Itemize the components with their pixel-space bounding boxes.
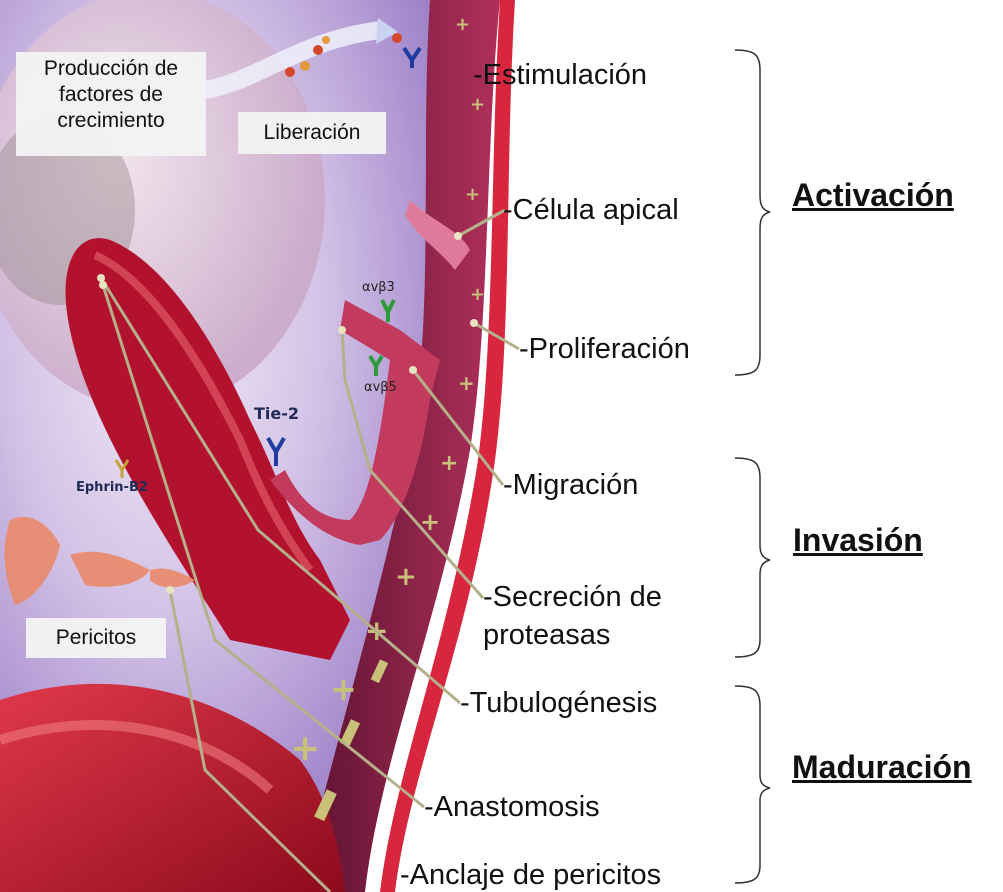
tie2-label: Tie-2 <box>254 404 299 423</box>
ephrin-label: Ephrin-B2 <box>76 480 148 495</box>
phase-invasion: Invasión <box>793 521 923 559</box>
phase-activacion: Activación <box>792 176 954 214</box>
step-tubulogenesis: -Tubulogénesis <box>460 686 657 720</box>
leader-anclaje-tip <box>166 586 174 594</box>
production-line-3: crecimiento <box>24 108 198 134</box>
step-migracion: -Migración <box>503 468 638 502</box>
svg-text:+: + <box>330 670 357 708</box>
pericytes-box: Pericitos <box>26 618 166 658</box>
svg-text:+: + <box>465 184 480 205</box>
leader-migracion-tip <box>409 366 417 374</box>
step-anclaje: -Anclaje de pericitos <box>400 858 661 892</box>
integrin-v3-label: αvβ3 <box>362 280 395 295</box>
svg-text:+: + <box>458 371 475 395</box>
step-estimulacion: -Estimulación <box>473 58 647 92</box>
step-anastomosis: -Anastomosis <box>424 790 600 824</box>
release-box: Liberación <box>238 112 386 154</box>
integrin-v5-label: αvβ5 <box>364 380 397 395</box>
leader-celula-apical-tip <box>454 232 462 240</box>
invasion-bracket <box>735 458 770 657</box>
svg-text:+: + <box>455 14 470 35</box>
leader-tubulogenesis-tip <box>97 274 105 282</box>
leader-secrecion-tip <box>338 326 346 334</box>
svg-text:+: + <box>470 94 485 115</box>
production-line-2: factores de <box>24 82 198 108</box>
maduracion-bracket <box>735 686 770 883</box>
leader-anastomosis-tip <box>99 281 107 289</box>
svg-text:+: + <box>470 284 485 305</box>
pericytes-label: Pericitos <box>56 626 137 649</box>
svg-text:+: + <box>440 451 458 476</box>
production-line-1: Producción de <box>24 56 198 82</box>
svg-text:+: + <box>290 728 320 769</box>
step-proliferacion: -Proliferación <box>519 332 690 366</box>
svg-text:+: + <box>395 562 417 592</box>
step-secrecion-line-2: proteasas <box>483 618 610 652</box>
step-secrecion-line-1: -Secreción de <box>483 580 662 614</box>
activacion-bracket <box>735 50 770 375</box>
step-celula-apical: -Célula apical <box>503 193 679 227</box>
leader-proliferacion-tip <box>470 319 478 327</box>
release-label: Liberación <box>264 121 361 144</box>
phase-maduracion: Maduración <box>792 748 972 786</box>
growth-factor-production-box: Producción de factores de crecimiento <box>16 52 206 156</box>
